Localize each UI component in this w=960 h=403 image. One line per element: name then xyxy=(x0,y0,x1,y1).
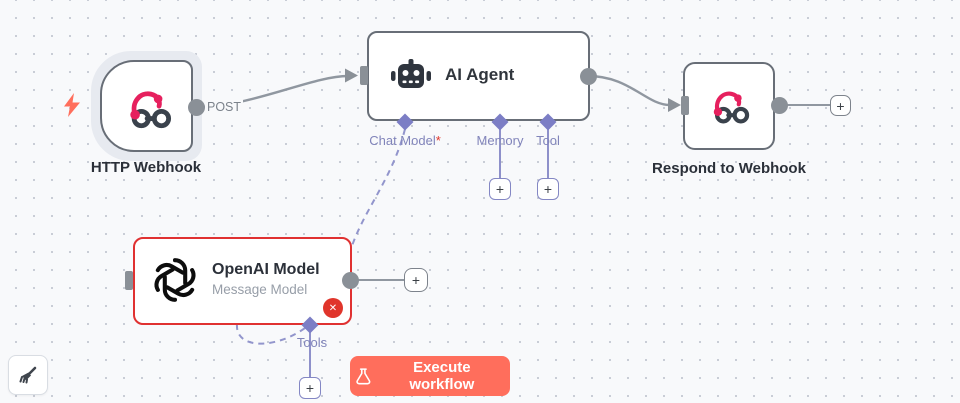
plus-icon: + xyxy=(836,97,845,114)
execute-workflow-label: Execute workflow xyxy=(409,359,475,393)
webhook-node-label: HTTP Webhook xyxy=(90,159,202,176)
error-badge-icon[interactable]: ✕ xyxy=(323,298,343,318)
respond-node-label: Respond to Webhook xyxy=(652,160,806,177)
trigger-lightning-icon xyxy=(64,93,80,117)
arrowhead-agent-input xyxy=(345,68,358,83)
arrowhead-respond-input xyxy=(668,98,681,112)
add-after-openai-button[interactable]: + xyxy=(404,268,428,292)
ai-agent-title: AI Agent xyxy=(445,65,515,84)
respond-input-port[interactable] xyxy=(681,96,689,115)
plus-icon: + xyxy=(543,181,553,197)
openai-input-port[interactable] xyxy=(125,271,133,290)
tidy-up-button[interactable] xyxy=(8,355,48,395)
add-memory-button[interactable]: + xyxy=(489,178,511,200)
agent-chat-model-label: Chat Model* xyxy=(369,133,441,148)
webhook-output-port[interactable] xyxy=(188,99,205,116)
openai-node-subtitle: Message Model xyxy=(212,281,308,297)
add-tool-button[interactable]: + xyxy=(537,178,559,200)
webhook-output-label: POST xyxy=(205,100,244,114)
agent-memory-label: Memory xyxy=(476,133,524,148)
plus-icon: + xyxy=(495,181,505,197)
openai-tools-label: Tools xyxy=(296,335,328,350)
add-tools-button[interactable]: + xyxy=(299,377,321,399)
agent-tool-label: Tool xyxy=(536,133,560,148)
webhook-icon xyxy=(130,91,172,129)
flask-icon xyxy=(356,367,371,384)
openai-model-node[interactable]: OpenAI Model Message Model ✕ xyxy=(133,237,352,325)
webhook-node[interactable] xyxy=(100,60,193,152)
openai-output-port[interactable] xyxy=(342,272,359,289)
webhook-icon xyxy=(713,91,750,124)
openai-node-title: OpenAI Model xyxy=(212,261,320,278)
respond-webhook-node[interactable] xyxy=(683,62,775,150)
required-asterisk: * xyxy=(435,133,441,148)
connection-agent-to-respond xyxy=(587,74,671,107)
plus-icon: + xyxy=(411,272,421,288)
agent-input-port[interactable] xyxy=(360,66,368,85)
execute-workflow-button[interactable]: Execute workflow xyxy=(350,356,510,396)
chat-model-text: Chat Model xyxy=(369,133,436,148)
broom-icon xyxy=(19,366,37,384)
add-next-node-button[interactable]: + xyxy=(830,95,851,116)
ai-agent-node[interactable]: AI Agent xyxy=(367,31,590,121)
agent-output-port[interactable] xyxy=(580,68,597,85)
robot-icon xyxy=(391,59,431,88)
plus-icon: + xyxy=(305,380,315,396)
openai-icon xyxy=(154,258,196,302)
respond-output-port[interactable] xyxy=(771,97,788,114)
